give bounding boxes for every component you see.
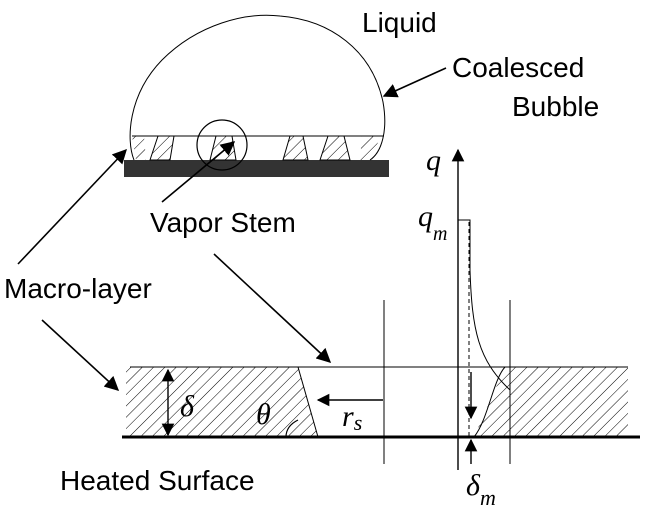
coalesced-bubble-arrow <box>382 67 447 98</box>
stem-edge <box>297 366 319 438</box>
heat-flux-plot <box>451 148 511 470</box>
vapor-stem-2 <box>209 135 237 161</box>
top-schematic <box>124 14 389 177</box>
macro-layer-label: Macro-layer <box>4 273 152 304</box>
liquid-label: Liquid <box>362 7 437 38</box>
vapor-stem-arrow <box>161 141 236 203</box>
bubble-label: Bubble <box>512 91 599 122</box>
q-axis-label: q <box>426 144 441 177</box>
meniscus-curve <box>473 366 506 438</box>
macro-layer-arrow-down <box>41 319 120 391</box>
q-m-label: qm <box>418 200 447 245</box>
heat-flux-curve <box>458 219 511 391</box>
coalesced-bubble-outline <box>129 14 386 161</box>
rs-label: rs <box>342 400 362 435</box>
macro-layer-arrow-up <box>17 148 127 265</box>
heater-plate <box>124 160 389 177</box>
delta-m-subscript: m <box>480 485 496 510</box>
macro-layer-right <box>474 367 628 437</box>
vapor-stem-4 <box>319 135 351 161</box>
vapor-stem-3 <box>282 135 309 161</box>
zoom-connector-arrow <box>213 253 332 363</box>
magnifier-circle <box>196 119 248 171</box>
q-m-subscript: m <box>433 223 447 245</box>
theta-arc <box>285 419 299 438</box>
vapor-stem-1 <box>149 135 175 161</box>
theta-label: θ <box>256 398 271 431</box>
bottom-section <box>122 222 640 464</box>
delta-label: δ <box>180 390 195 423</box>
edge-wedge-left <box>132 136 146 160</box>
vapor-stems <box>132 135 380 161</box>
delta-m-label: δm <box>466 469 496 510</box>
heated-surface-label: Heated Surface <box>60 465 255 496</box>
edge-wedge-right <box>360 136 380 160</box>
coalesced-label: Coalesced <box>452 52 584 83</box>
vapor-stem-label: Vapor Stem <box>150 207 296 238</box>
rs-subscript: s <box>354 410 363 435</box>
